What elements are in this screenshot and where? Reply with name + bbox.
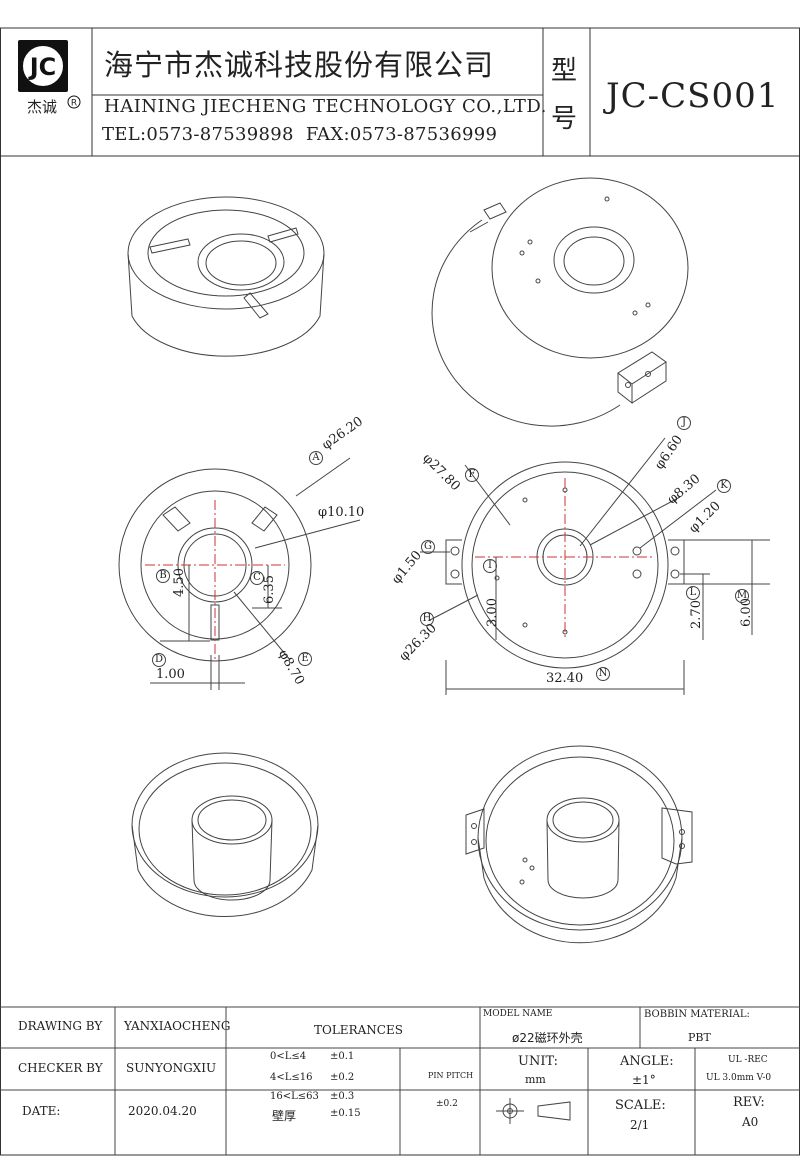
pin-pitch-label: PIN PITCH — [428, 1071, 474, 1080]
ul-rating: UL 3.0mm V-0 — [706, 1073, 772, 1083]
checker-by-label: CHECKER BY — [18, 1061, 103, 1075]
dim-I: I — [483, 559, 497, 573]
bobbin-material-value: PBT — [688, 1031, 711, 1044]
model-label-2: 号 — [551, 104, 578, 134]
model-name-label: MODEL NAME — [483, 1009, 553, 1019]
dim-mid-value: φ8.30 — [664, 471, 704, 508]
ul-rec: UL -REC — [728, 1055, 768, 1065]
angle-label: ANGLE: — [620, 1054, 674, 1069]
tol-val-4: ±0.15 — [330, 1108, 361, 1119]
iso-view-bottom-right — [465, 745, 693, 944]
iso-view-top-right — [431, 177, 689, 427]
dim-D-value: 1.00 — [156, 667, 185, 682]
tol-range-3: 16<L≤63 — [270, 1091, 319, 1102]
tol-val-1: ±0.1 — [330, 1051, 355, 1062]
rev-value: A0 — [742, 1115, 759, 1129]
dim-inner: φ10.10 — [318, 505, 365, 520]
dim-L: L — [686, 586, 700, 600]
top-view-left — [118, 457, 361, 690]
dim-J-value: φ6.60 — [651, 432, 687, 473]
dim-K: K — [717, 479, 731, 493]
rev-label: REV: — [733, 1095, 765, 1110]
scale-value: 2/1 — [630, 1118, 650, 1132]
drawing-by-value: YANXIAOCHENG — [124, 1019, 231, 1033]
dim-K-value: φ1.20 — [686, 498, 724, 537]
dim-L-value: 2.70 — [688, 600, 704, 629]
dim-M-value: 6.00 — [738, 598, 754, 627]
date-value: 2020.04.20 — [128, 1104, 197, 1118]
tol-range-1: 0<L≤4 — [270, 1051, 307, 1062]
tol-val-2: ±0.2 — [330, 1072, 355, 1083]
company-name-cn: 海宁市杰诚科技股份有限公司 — [104, 48, 495, 82]
pin-pitch-value: ±0.2 — [436, 1099, 458, 1109]
company-contact: TEL:0573-87539898 FAX:0573-87536999 — [102, 124, 498, 145]
company-logo: JC R 杰诚 — [12, 38, 82, 116]
dimension-labels: A φ26.20 φ10.10 B 4.50 C 6.35 D 1.00 E φ… — [152, 414, 754, 688]
header: JC R 杰诚 海宁市杰诚科技股份有限公司 HAINING JIECHENG T… — [0, 0, 800, 156]
tol-range-2: 4<L≤16 — [270, 1072, 313, 1083]
dim-C: C — [250, 571, 264, 585]
dim-H: H — [420, 612, 434, 626]
registered-mark: R — [71, 99, 77, 109]
checker-by-value: SUNYONGXIU — [126, 1061, 217, 1075]
tolerances-label: TOLERANCES — [314, 1023, 403, 1037]
iso-view-bottom-left — [131, 752, 319, 918]
unit-label: UNIT: — [518, 1054, 559, 1069]
dim-D: D — [152, 653, 166, 667]
dim-A: A — [309, 451, 323, 465]
logo-brand: 杰诚 — [27, 98, 57, 116]
bobbin-material-label: BOBBIN MATERIAL: — [644, 1009, 750, 1020]
unit-value: mm — [525, 1073, 546, 1086]
dim-G-value: φ1.50 — [389, 548, 426, 587]
dim-F: F — [465, 468, 479, 482]
tol-range-4: 壁厚 — [272, 1109, 297, 1123]
title-block: DRAWING BY YANXIAOCHENG CHECKER BY SUNYO… — [0, 1007, 800, 1156]
scale-label: SCALE: — [615, 1098, 666, 1113]
dim-F-value: φ27.80 — [419, 450, 463, 495]
dim-M: M — [735, 589, 749, 603]
dim-H-value: φ26.30 — [396, 620, 440, 665]
dim-B: B — [156, 569, 170, 583]
dim-C-value: 6.35 — [261, 575, 277, 604]
model-name-value: ø22磁环外壳 — [512, 1031, 583, 1045]
dim-B-value: 4.50 — [171, 568, 187, 597]
company-name-en: HAINING JIECHENG TECHNOLOGY CO.,LTD. — [104, 96, 547, 117]
dim-G: G — [421, 540, 435, 554]
model-label-1: 型 — [551, 56, 578, 86]
model-number: JC-CS001 — [606, 76, 780, 116]
dim-I-value: 3.00 — [484, 598, 500, 627]
date-label: DATE: — [22, 1104, 61, 1118]
dim-N-value: 32.40 — [546, 671, 584, 686]
drawing-by-label: DRAWING BY — [18, 1019, 103, 1033]
angle-value: ±1° — [632, 1073, 656, 1087]
dim-J: J — [677, 416, 691, 430]
dim-E: E — [298, 652, 312, 666]
dim-N: N — [596, 667, 610, 681]
dim-A-value: φ26.20 — [319, 414, 366, 453]
title-block-grid — [0, 1006, 800, 1155]
iso-view-top-left — [127, 196, 325, 357]
logo-text: JC — [28, 53, 57, 81]
bottom-view-right — [420, 437, 770, 695]
projection-symbol — [496, 1098, 571, 1124]
tol-val-3: ±0.3 — [330, 1091, 355, 1102]
